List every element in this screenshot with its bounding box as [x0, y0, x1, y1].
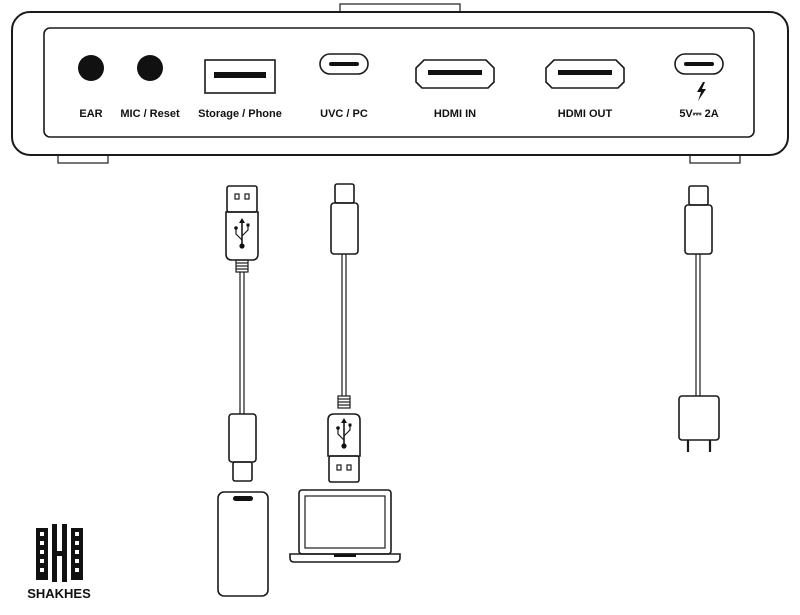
laptop-lid — [298, 489, 392, 555]
power-usb-c-tongue — [684, 62, 714, 66]
storage-phone-label: Storage / Phone — [198, 108, 282, 120]
capture-device — [11, 3, 789, 164]
usb-a-plug-body-bottom — [327, 413, 361, 457]
usb-a-plug-hole-left — [234, 193, 240, 200]
brand-logo: SHAKHES — [27, 524, 91, 601]
hdmi-out-label: HDMI OUT — [558, 108, 613, 120]
port-hdmi-in[interactable]: HDMI IN — [415, 59, 495, 120]
cable-usb-c-power-adapter — [678, 185, 720, 452]
laptop-base — [289, 553, 401, 563]
smartphone-icon — [217, 491, 269, 597]
usb-c-socket-icon — [319, 53, 369, 75]
port-mic-reset[interactable]: MIC / Reset — [120, 55, 180, 120]
power-usb-c-socket-icon — [674, 53, 724, 75]
usb-a-socket-icon — [204, 59, 276, 94]
usb-c-tongue — [329, 62, 359, 66]
laptop-trackpad — [334, 554, 356, 557]
laptop-icon — [289, 489, 401, 563]
cable-usb-c-to-usb-a — [327, 183, 361, 483]
usb-c-plug-tip-top — [334, 183, 355, 204]
usb-c-plug-tip — [232, 461, 253, 482]
usb-c-plug-body — [228, 413, 257, 463]
film-strip-logo-icon — [36, 524, 83, 582]
hdmi-in-label: HDMI IN — [434, 108, 476, 120]
device-foot-right — [689, 154, 741, 164]
port-storage-phone[interactable]: Storage / Phone — [198, 59, 282, 120]
cable-usb-a-to-usb-c — [225, 185, 259, 482]
device-outer-shell — [11, 11, 789, 156]
usb-a-plug-hole-right — [244, 193, 250, 200]
power-usb-c-plug-tip — [688, 185, 709, 206]
usb-trident-icon — [234, 218, 250, 249]
phone-body — [217, 491, 269, 597]
device-top-tab — [339, 3, 461, 13]
laptop-screen — [304, 495, 386, 549]
hdmi-out-socket-icon — [545, 59, 625, 89]
port-ear[interactable]: EAR — [78, 55, 104, 120]
device-port-panel — [43, 27, 755, 138]
usb-a-plug-body — [225, 211, 259, 261]
uvc-pc-label: UVC / PC — [320, 108, 368, 120]
usb-a-tongue — [214, 72, 266, 78]
port-power[interactable]: 5V⎓ 2A — [674, 53, 724, 120]
mic-reset-label: MIC / Reset — [120, 108, 180, 120]
ear-jack-icon — [78, 55, 104, 81]
hdmi-in-socket-icon — [415, 59, 495, 89]
power-usb-c-plug-body — [684, 204, 713, 255]
power-adapter-block — [678, 395, 720, 441]
hdmi-in-tongue — [428, 70, 482, 75]
usb-c-plug-body-top — [330, 202, 359, 255]
usb-trident-icon — [336, 418, 352, 449]
port-uvc-pc[interactable]: UVC / PC — [319, 53, 369, 120]
lightning-bolt-icon — [697, 82, 706, 101]
hdmi-out-tongue — [558, 70, 612, 75]
power-label: 5V⎓ 2A — [679, 108, 718, 120]
ear-label: EAR — [79, 108, 102, 120]
brand-logo-text: SHAKHES — [27, 586, 91, 601]
usb-a-plug-metal — [226, 185, 258, 213]
device-foot-left — [57, 154, 109, 164]
mic-jack-icon — [137, 55, 163, 81]
usb-a-plug-metal-bottom — [328, 455, 360, 483]
phone-notch — [233, 496, 253, 501]
port-hdmi-out[interactable]: HDMI OUT — [545, 59, 625, 120]
